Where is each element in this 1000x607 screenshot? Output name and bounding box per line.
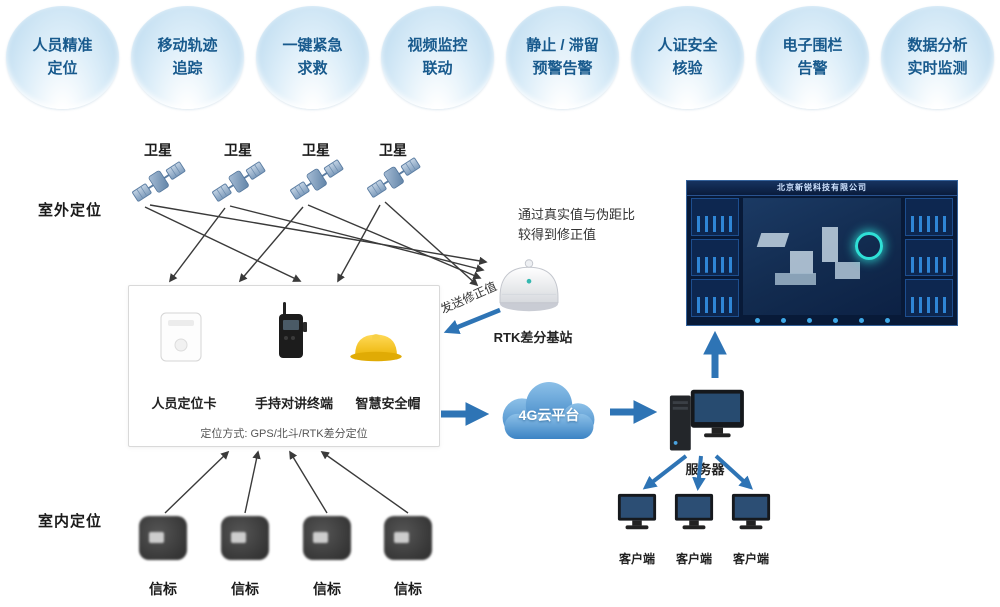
cloud-icon <box>502 382 595 440</box>
dashboard-left-panels <box>691 198 739 318</box>
smart-helmet-icon <box>350 334 402 362</box>
positioning-card-label: 人员定位卡 <box>151 396 217 411</box>
badge-line2: 联动 <box>422 59 453 77</box>
toolbar-icon <box>780 317 786 323</box>
satellite-label: 卫星 <box>144 142 172 158</box>
satellite-icon <box>132 161 186 202</box>
dashboard-panel <box>691 238 739 277</box>
indoor-section-label: 室内定位 <box>38 513 103 530</box>
badge-line2: 追踪 <box>172 59 203 77</box>
toolbar-icon <box>806 317 812 323</box>
beacon-label: 信标 <box>313 581 341 597</box>
satellite-label: 卫星 <box>224 142 252 158</box>
badge-line2: 求救 <box>297 59 328 77</box>
handheld-radio-label: 手持对讲终端 <box>254 396 333 411</box>
badge-line2: 定位 <box>47 59 78 77</box>
beacon-icon <box>139 516 187 560</box>
client-pc-icon <box>731 493 771 530</box>
beacon-icon <box>303 516 351 560</box>
rtk-base-station-label: RTK差分基站 <box>493 330 573 345</box>
client-label: 客户端 <box>732 552 769 566</box>
satellite-icon <box>212 161 266 202</box>
badge-line1: 人证安全 <box>657 37 718 54</box>
feature-badge-sos: 一键紧急求救 <box>256 6 369 109</box>
positioning-card-icon <box>160 312 202 362</box>
satellite-label: 卫星 <box>379 142 407 158</box>
badge-line1: 视频监控 <box>407 37 468 54</box>
smart-helmet-label: 智慧安全帽 <box>355 396 421 411</box>
beacon-slot <box>313 532 328 543</box>
client-label: 客户端 <box>618 552 655 566</box>
dashboard-panel <box>691 279 739 318</box>
feature-badge-positioning: 人员精准定位 <box>6 6 119 109</box>
dashboard-panel <box>691 198 739 236</box>
dashboard-toolbar <box>754 317 890 323</box>
client-pc-icon <box>617 493 657 530</box>
map-building <box>822 227 838 263</box>
satellite-icon <box>290 159 344 200</box>
outdoor-section-label: 室外定位 <box>38 202 103 219</box>
dashboard-radar-ring <box>855 232 883 260</box>
badge-line2: 预警告警 <box>532 59 593 77</box>
cloud-platform-label: 4G云平台 <box>518 407 580 423</box>
dashboard-screenshot: 北京新锐科技有限公司 <box>686 180 958 326</box>
feature-badge-analytics: 数据分析实时监测 <box>881 6 994 109</box>
badge-line1: 数据分析 <box>907 37 968 54</box>
toolbar-icon <box>884 317 890 323</box>
satellite-to-device-arrows <box>144 204 381 283</box>
badge-line2: 核验 <box>672 59 703 77</box>
cloud-node: 4G云平台 <box>491 379 607 443</box>
dashboard-panel <box>905 238 953 277</box>
feature-badges-row: 人员精准定位 移动轨迹追踪 一键紧急求救 视频监控联动 静止 / 滞留预警告警 … <box>0 6 1000 109</box>
feature-badge-fence: 电子围栏告警 <box>756 6 869 109</box>
beacon-slot <box>394 532 409 543</box>
positioning-mode-text: 定位方式: GPS/北斗/RTK差分定位 <box>200 428 368 440</box>
feature-badge-video: 视频监控联动 <box>381 6 494 109</box>
dashboard-right-panels <box>905 198 953 318</box>
handheld-radio-icon <box>279 302 307 358</box>
rtk-correction-note: 通过真实值与伪距比 较得到修正值 <box>518 205 658 245</box>
beacon-slot <box>231 532 246 543</box>
feature-badge-tracking: 移动轨迹追踪 <box>131 6 244 109</box>
badge-line1: 人员精准 <box>32 37 93 54</box>
badge-line1: 电子围栏 <box>782 37 843 54</box>
map-building <box>834 262 860 279</box>
toolbar-icon <box>858 317 864 323</box>
toolbar-icon <box>832 317 838 323</box>
beacon-to-device-arrows <box>164 450 409 514</box>
beacon-slot <box>149 532 164 543</box>
map-building <box>756 233 790 248</box>
client-label: 客户端 <box>675 552 712 566</box>
beacon-icon <box>221 516 269 560</box>
server-label: 服务器 <box>685 462 725 477</box>
rtk-note-line1: 通过真实值与伪距比 <box>518 207 636 222</box>
rtk-note-line2: 较得到修正值 <box>518 227 597 243</box>
beacon-label: 信标 <box>394 581 422 597</box>
feature-badge-stay-alarm: 静止 / 滞留预警告警 <box>506 6 619 109</box>
feature-badge-id-check: 人证安全核验 <box>631 6 744 109</box>
badge-line1: 一键紧急 <box>282 37 343 54</box>
dashboard-panel <box>905 279 953 318</box>
satellite-to-rtk-arrows <box>149 201 488 287</box>
client-pc-icon <box>674 493 714 530</box>
map-building <box>790 250 813 275</box>
badge-line1: 静止 / 滞留 <box>526 37 599 54</box>
beacon-label: 信标 <box>231 581 259 597</box>
dashboard-panel <box>905 198 953 236</box>
beacon-label: 信标 <box>149 581 177 597</box>
badge-line1: 移动轨迹 <box>157 37 218 54</box>
badge-line2: 实时监测 <box>907 59 968 77</box>
badge-line2: 告警 <box>797 59 828 77</box>
server-icon <box>669 389 744 451</box>
dashboard-title: 北京新锐科技有限公司 <box>687 181 957 196</box>
send-correction-label: 发送修正值 <box>438 279 499 317</box>
beacon-icon <box>384 516 432 560</box>
terminal-devices-box: 人员定位卡 手持对讲终端 智慧安全帽 定位方式: GPS/北斗/RTK差分定位 <box>128 285 440 447</box>
dashboard-3d-map <box>743 198 901 315</box>
satellite-label: 卫星 <box>302 142 330 158</box>
map-building <box>774 272 816 285</box>
rtk-base-station-icon <box>499 259 559 312</box>
toolbar-icon <box>754 317 760 323</box>
satellite-icon <box>367 157 421 198</box>
